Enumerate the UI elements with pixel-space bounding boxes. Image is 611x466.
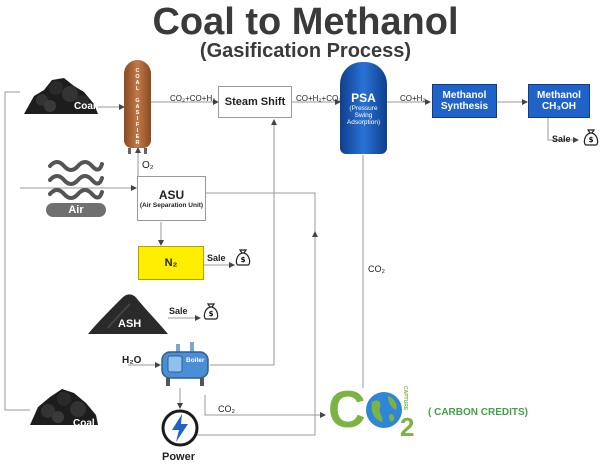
gasifier-letter: R <box>135 140 140 146</box>
gasifier-leg-right <box>144 148 147 154</box>
stream-gasifier-out: CO₂+CO+H₂ <box>170 94 216 103</box>
psa-vessel: PSA (Pressure Swing Adsorption) <box>340 62 387 154</box>
asu-box: ASU (Air Separation Unit) <box>137 176 206 221</box>
svg-text:$: $ <box>241 256 246 264</box>
gasifier-letter: A <box>135 104 140 110</box>
money-bag-icon: $ <box>235 249 251 266</box>
gasifier-letter: L <box>135 86 140 92</box>
money-bag-icon: $ <box>583 129 599 146</box>
gasifier-letter: I <box>136 116 139 122</box>
gasifier-letter: F <box>135 122 140 128</box>
power-label: Power <box>162 451 196 463</box>
gasifier-letter: C <box>135 68 140 74</box>
asu-title: ASU <box>158 188 185 202</box>
stream-oxygen: O₂ <box>142 160 154 171</box>
gasifier-letter: E <box>135 134 140 140</box>
gasifier-letter: I <box>136 128 139 134</box>
air-label-pill: Air <box>46 203 106 217</box>
air-waves-icon <box>48 160 104 200</box>
steam-shift-box: Steam Shift <box>218 86 292 118</box>
coal-bottom-label: Coal <box>73 418 95 429</box>
ash-sale-label: Sale <box>169 306 188 316</box>
water-label: H₂O <box>122 355 142 366</box>
air-label: Air <box>68 204 84 216</box>
coal-loop-line <box>4 91 30 411</box>
gasifier-letter: A <box>135 80 140 86</box>
coal-pile-top-icon <box>24 78 98 114</box>
svg-text:$: $ <box>589 136 594 144</box>
gasifier-letter: G <box>135 98 140 104</box>
n2-sale-label: Sale <box>207 253 226 263</box>
stream-co2-boiler: CO₂ <box>218 404 235 414</box>
coal-pile-bottom-icon <box>30 389 98 425</box>
methanol-sale-label: Sale <box>552 134 571 144</box>
n2-label: N₂ <box>164 257 178 269</box>
methanol-synthesis-box: Methanol Synthesis <box>432 84 497 118</box>
carbon-credits-label: ( CARBON CREDITS) <box>428 407 528 418</box>
power-icon <box>161 409 199 447</box>
methanol-synthesis-label: Methanol Synthesis <box>440 90 489 112</box>
steam-shift-label: Steam Shift <box>224 96 286 108</box>
co2-c-letter: C <box>328 381 366 439</box>
stream-co2-psa: CO₂ <box>368 264 385 274</box>
co2-capture-ring-text: CAPTURE <box>402 386 408 411</box>
methanol-title: Methanol <box>537 90 581 101</box>
methanol-formula: CH₃OH <box>541 101 577 112</box>
ash-pile-icon <box>88 294 168 334</box>
gasifier-letter: O <box>135 74 140 80</box>
gasifier-letter: S <box>135 110 140 116</box>
asu-subtitle: (Air Separation Unit) <box>139 202 204 209</box>
psa-title: PSA <box>351 90 376 105</box>
ash-label: ASH <box>118 318 142 330</box>
n2-box: N₂ <box>138 246 204 280</box>
page-subtitle: (Gasification Process) <box>199 40 412 62</box>
stream-shift-out: CO+H₂+CO₂ <box>296 94 342 103</box>
stream-psa-out: CO+H₂ <box>400 94 426 103</box>
boiler-icon <box>161 342 209 386</box>
globe-icon <box>366 392 402 428</box>
boiler-label: Boiler <box>186 357 205 364</box>
coal-top-label: Coal <box>74 101 96 112</box>
gasifier-leg-left <box>128 148 131 154</box>
co2-capture-logo: C CAPTURE 2 <box>326 381 421 444</box>
methanol-product-box: Methanol CH₃OH <box>528 84 590 118</box>
psa-subtitle: (Pressure Swing Adsorption) <box>346 104 381 126</box>
page-title: Coal to Methanol <box>152 1 459 43</box>
money-bag-icon: $ <box>203 303 219 320</box>
svg-text:$: $ <box>209 310 214 318</box>
co2-subscript: 2 <box>400 412 415 442</box>
